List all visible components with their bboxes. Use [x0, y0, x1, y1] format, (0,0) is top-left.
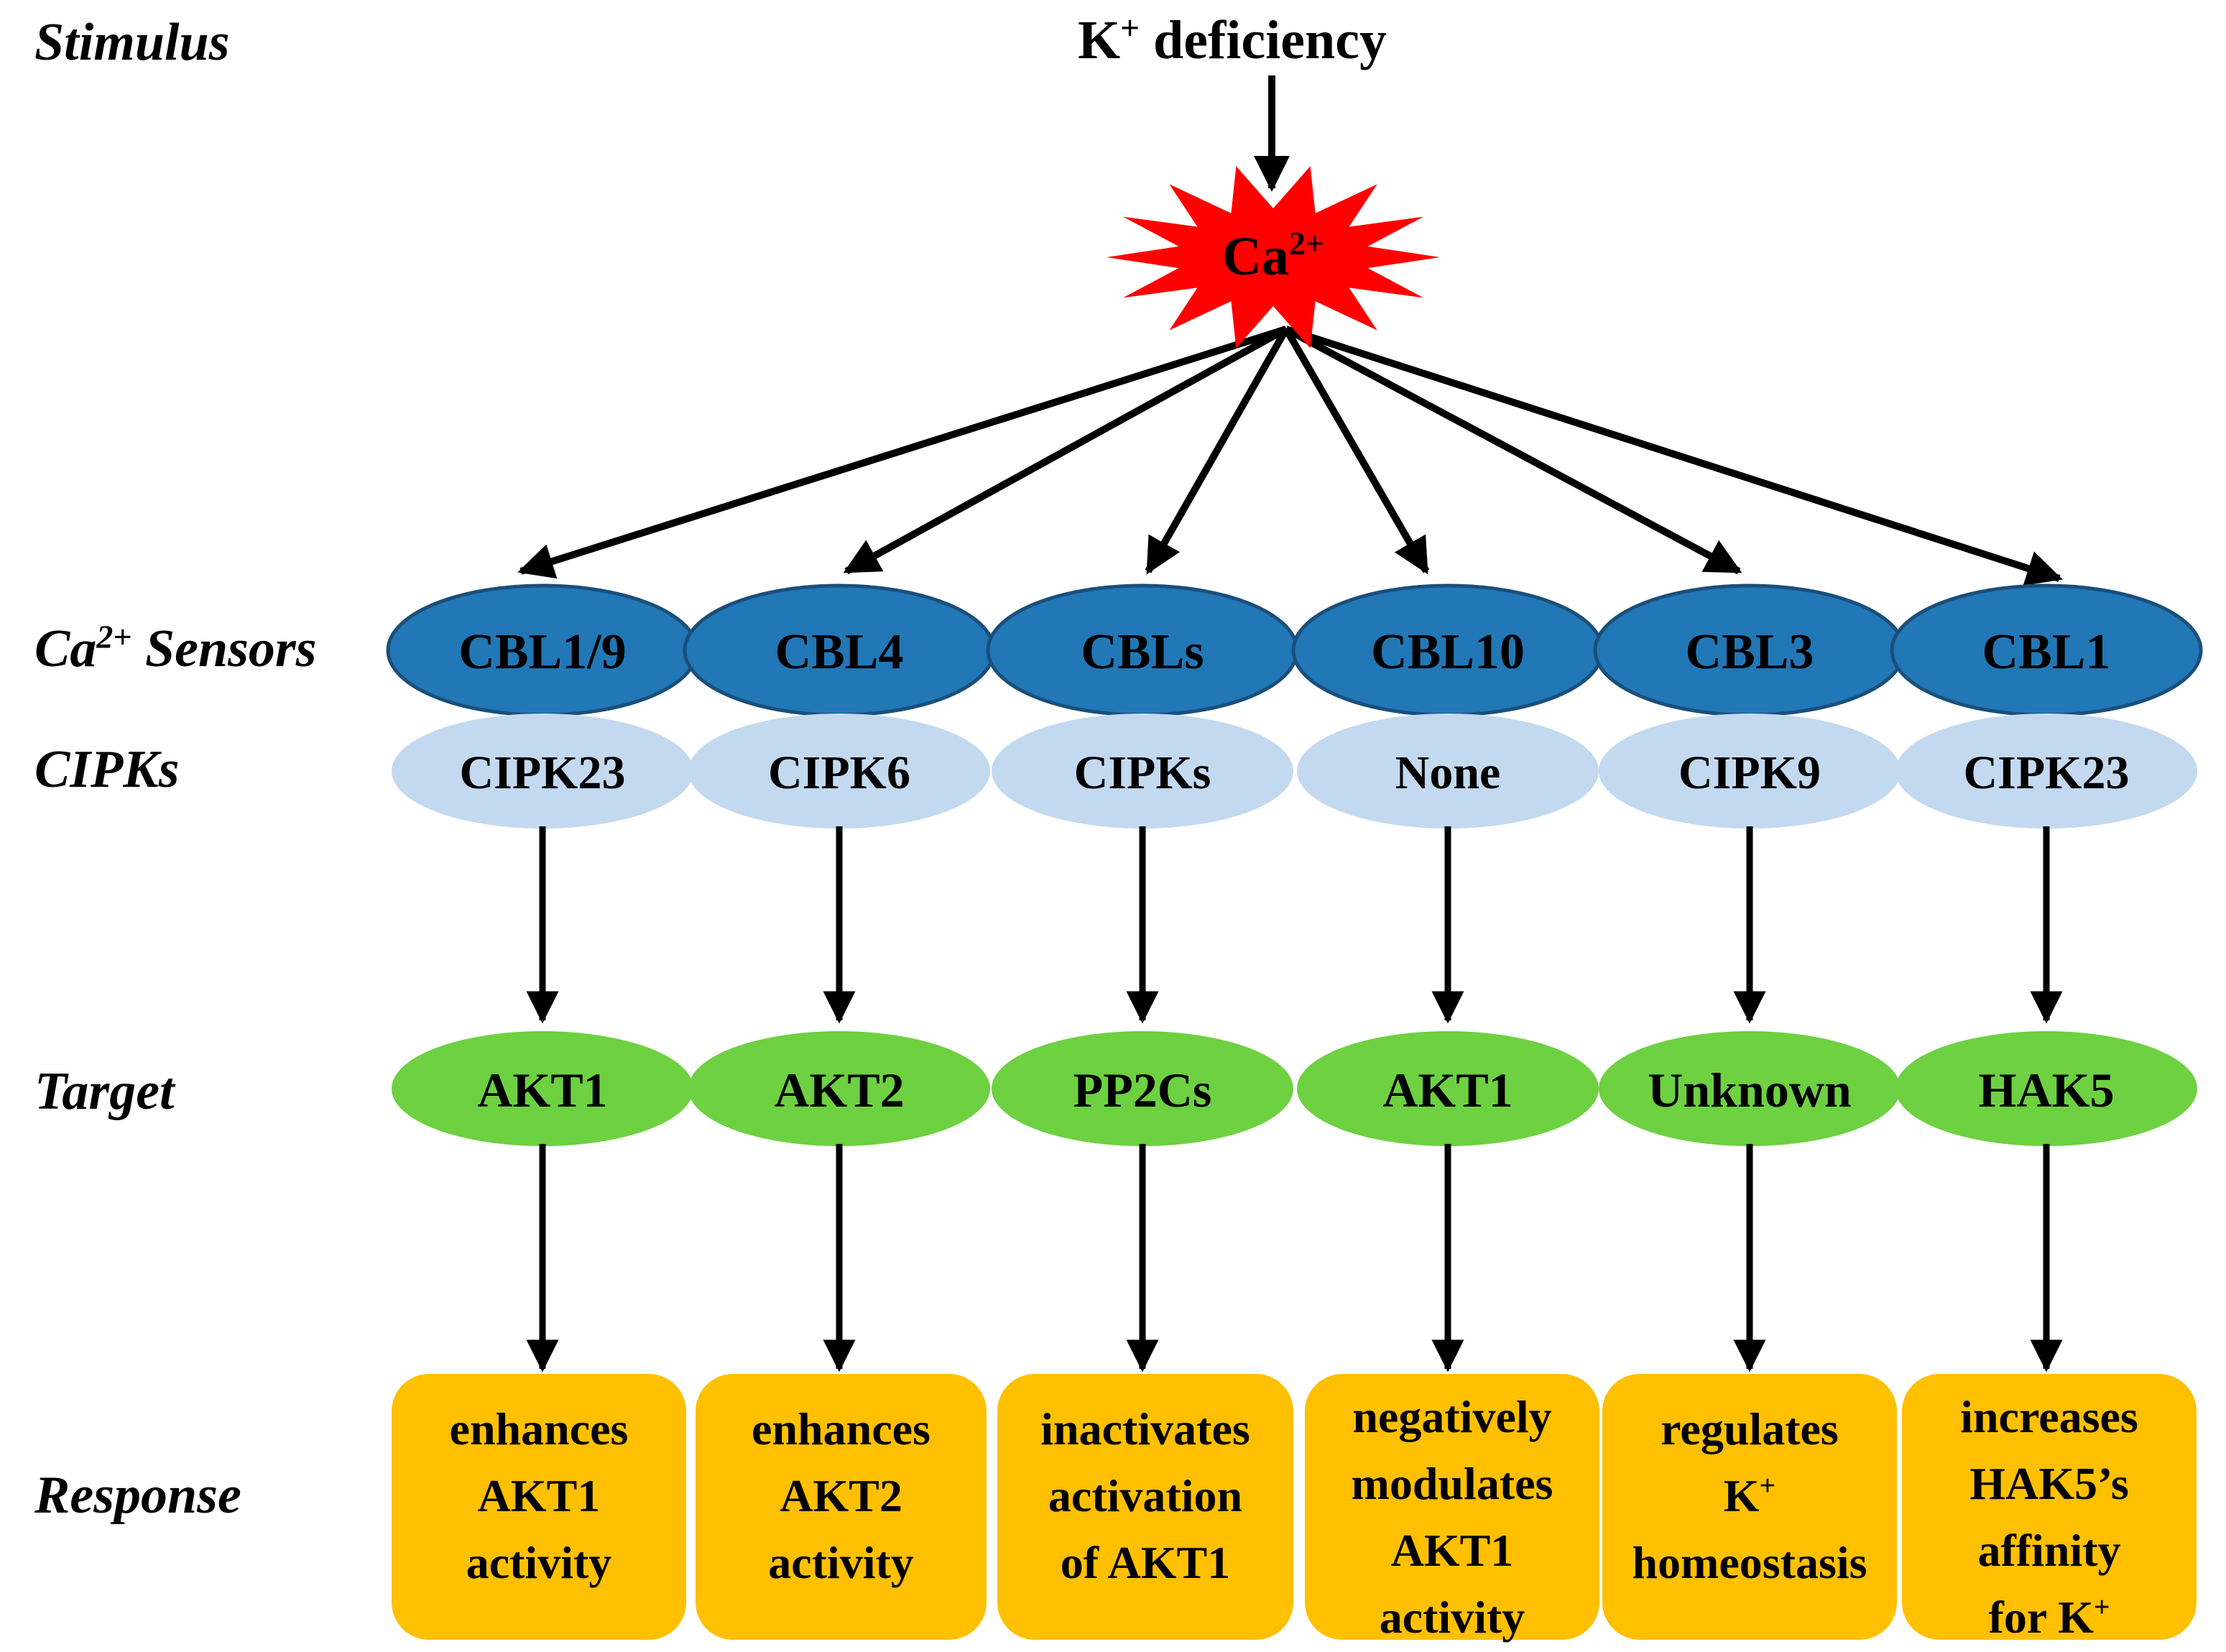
- calcium-burst-icon: [1107, 166, 1440, 349]
- target-label: PP2Cs: [1073, 1063, 1212, 1117]
- sensor-label: CBL10: [1371, 624, 1525, 680]
- response-box: [392, 1374, 686, 1640]
- response-line: K+: [1723, 1469, 1776, 1521]
- target-node: [1599, 1031, 1901, 1146]
- response-line: activity: [1379, 1592, 1525, 1643]
- pathway-columns: CBL1/9CIPK23AKT1CBL4CIPK6AKT2CBLsCIPKsPP…: [386, 583, 2203, 1640]
- response-text: inactivates activation of AKT1: [1002, 1395, 1289, 1596]
- cipk-node: [688, 714, 990, 829]
- label-ca-sensors: Ca2+ Sensors: [34, 618, 317, 678]
- response-box: [1602, 1374, 1897, 1640]
- cipk-node: [1895, 714, 2197, 829]
- label-response: Response: [34, 1466, 241, 1525]
- sensor-label: CBL1/9: [458, 624, 626, 680]
- cipk-node: [992, 714, 1293, 829]
- calcium-to-sensor-arrows: [517, 326, 2063, 586]
- fan-arrow: [1284, 326, 1742, 575]
- target-label: AKT2: [774, 1063, 904, 1117]
- response-line: activity: [768, 1537, 914, 1588]
- target-label: Unknown: [1648, 1063, 1852, 1117]
- fan-arrow: [1145, 327, 1290, 575]
- response-line: negatively: [1352, 1391, 1552, 1442]
- response-line: enhances: [752, 1403, 930, 1454]
- target-label: AKT1: [477, 1063, 607, 1117]
- fan-arrow: [1285, 326, 2063, 586]
- target-node: [992, 1031, 1293, 1146]
- cipk-node: [392, 714, 693, 829]
- fan-arrow: [843, 326, 1288, 575]
- response-line: enhances: [449, 1403, 629, 1454]
- target-node: [1297, 1031, 1599, 1146]
- label-target: Target: [34, 1062, 175, 1121]
- response-line: activity: [466, 1537, 612, 1588]
- response-line: modulates: [1351, 1458, 1553, 1509]
- stimulus-text: K+ deficiency: [1078, 9, 1387, 70]
- response-line: of AKT1: [1060, 1537, 1231, 1588]
- cipk-label: CIPKs: [1074, 747, 1211, 799]
- fan-arrow: [1283, 327, 1430, 575]
- response-line: AKT1: [477, 1470, 601, 1521]
- response-box: [696, 1374, 987, 1640]
- cipk-label: None: [1395, 747, 1501, 799]
- response-line: regulates: [1661, 1403, 1839, 1454]
- cipk-label: CIPK23: [460, 747, 626, 799]
- label-cipks: CIPKs: [34, 740, 180, 799]
- response-line: increases: [1960, 1391, 2138, 1442]
- response-line: activation: [1048, 1470, 1243, 1521]
- sensor-label: CBL1: [1982, 624, 2111, 680]
- response-line: for K+: [1988, 1591, 2110, 1643]
- cipk-label: CIPK9: [1678, 747, 1821, 799]
- target-label: HAK5: [1979, 1063, 2115, 1117]
- calcium-label: Ca2+: [1222, 225, 1324, 287]
- sensor-label: CBLs: [1081, 624, 1204, 680]
- target-node: [1895, 1031, 2197, 1146]
- cipk-label: CIPK6: [768, 747, 910, 799]
- label-stimulus: Stimulus: [34, 13, 230, 72]
- response-line: AKT1: [1390, 1525, 1514, 1576]
- response-line: homeostasis: [1632, 1537, 1867, 1588]
- response-line: inactivates: [1040, 1403, 1250, 1454]
- response-line: affinity: [1977, 1525, 2121, 1576]
- response-line: HAK5’s: [1969, 1458, 2129, 1509]
- response-box: [1305, 1374, 1599, 1640]
- response-line: AKT2: [780, 1470, 902, 1521]
- sensor-label: CBL4: [775, 624, 904, 680]
- sensor-label: CBL3: [1686, 624, 1814, 680]
- target-node: [392, 1031, 693, 1146]
- fan-arrow: [517, 326, 1288, 579]
- target-label: AKT1: [1382, 1063, 1513, 1117]
- cipk-label: CIPK23: [1964, 747, 2130, 799]
- target-node: [688, 1031, 990, 1146]
- cipk-node: [1599, 714, 1901, 829]
- cipk-node: [1297, 714, 1599, 829]
- response-box: [997, 1374, 1293, 1640]
- response-box: [1902, 1374, 2197, 1640]
